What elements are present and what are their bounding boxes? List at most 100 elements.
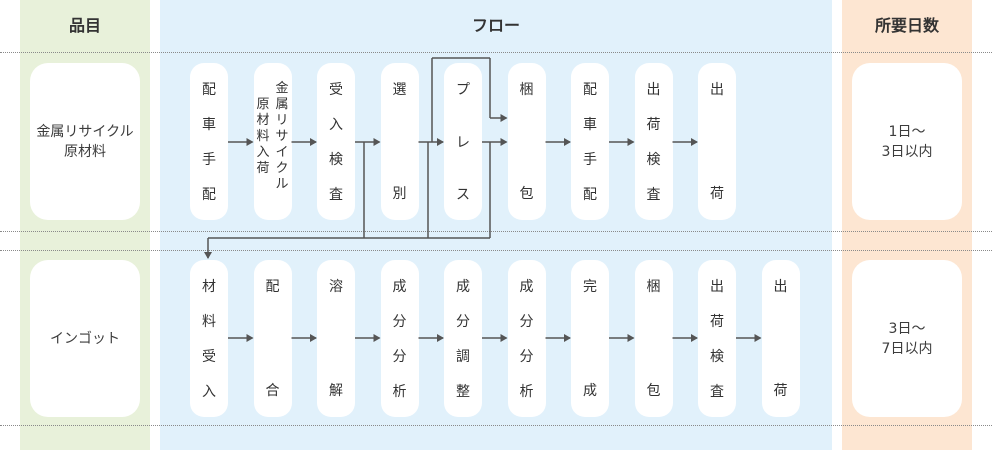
- flow-step-char: 検: [710, 349, 724, 365]
- flow-step-char: 属: [275, 97, 289, 112]
- item-label-2: インゴット: [30, 260, 140, 417]
- flow-step-text: 別: [381, 184, 419, 204]
- flow-step-char: 配: [265, 279, 280, 295]
- flow-step: 出荷: [761, 260, 800, 417]
- flow-step: 完成: [571, 260, 609, 417]
- flow-step-char: 分: [392, 314, 407, 330]
- flow-step-char: 荷: [710, 314, 724, 330]
- days-label-1: 1日〜3日以内: [852, 63, 962, 220]
- days-label-2-line: 3日〜: [888, 320, 926, 337]
- flow-step: 選別: [380, 63, 419, 220]
- flow-step-char: 溶: [329, 279, 343, 295]
- flow-step-char: 材: [202, 279, 216, 295]
- flow-step-text: 荷: [762, 381, 800, 401]
- days-header: 所要日数: [874, 16, 939, 35]
- flow-step-char: 別: [392, 186, 407, 202]
- flow-step-char: リ: [275, 113, 289, 128]
- flow-step-char: 荷: [773, 383, 788, 399]
- flow-step-char: 査: [329, 187, 343, 203]
- flow-step-text: 成: [571, 381, 609, 401]
- flow-step-text: 荷: [698, 184, 736, 204]
- flow-step-char: 入: [202, 384, 216, 400]
- flow-step: プレス: [444, 63, 482, 220]
- flow-step-char: 出: [710, 82, 724, 98]
- flow-step-char: 入: [329, 117, 343, 133]
- flow-step-char: 成: [519, 279, 534, 295]
- flow-step-char: 金: [275, 81, 289, 96]
- flow-step-char: 分: [519, 349, 534, 365]
- flow-step-char: 包: [646, 383, 661, 399]
- flow-step-char: ク: [275, 161, 289, 176]
- flow-step-char: 受: [329, 82, 343, 98]
- flow-step-char: 荷: [646, 117, 661, 133]
- flow-step: 出荷検査: [634, 63, 673, 220]
- flow-step-text: 包: [635, 381, 673, 401]
- flow-step-char: 析: [392, 384, 407, 400]
- days-label-1-line: 1日〜: [888, 123, 926, 140]
- flow-step-char: 料: [256, 129, 270, 144]
- flow-step: 出荷検査: [698, 260, 736, 417]
- item-header: 品目: [68, 16, 101, 35]
- flow-step-char: 車: [202, 117, 216, 133]
- flow-step-char: 調: [456, 349, 470, 365]
- flow-step-text: 解: [317, 381, 355, 401]
- item-label-2-text: インゴット: [50, 329, 120, 349]
- flow-step: 配車手配: [571, 63, 609, 220]
- flow-step-char: 分: [519, 314, 534, 330]
- flow-step-text: 金属リサイクル: [273, 81, 292, 193]
- flow-step-char: 合: [265, 383, 280, 399]
- flow-step-char: 受: [202, 349, 216, 365]
- flow-step-char: 包: [519, 186, 534, 202]
- flow-step-char: 選: [392, 82, 407, 98]
- item-label-1: 金属リサイクル原材料: [30, 63, 140, 220]
- days-label-2-text: 3日〜 7日以内: [882, 319, 933, 359]
- flow-step-char: サ: [275, 129, 289, 144]
- flow-step-char: 手: [202, 152, 216, 168]
- flow-step-char: 成: [583, 383, 597, 399]
- flow-step-text: 合: [254, 381, 292, 401]
- flow-step: 出荷: [698, 63, 736, 220]
- flow-step-char: 配: [202, 82, 216, 98]
- flow-step-char: 原: [256, 97, 270, 112]
- flow-step-text: 包: [508, 184, 546, 204]
- flow-step-char: 荷: [256, 161, 270, 176]
- flow-step-char: ス: [456, 187, 470, 203]
- flow-step: 成分分析: [507, 260, 546, 417]
- flow-step-char: 材: [256, 113, 270, 128]
- item-label-2-line: インゴット: [50, 330, 120, 347]
- flow-step-char: 成: [392, 279, 407, 295]
- flow-header: フロー: [471, 16, 520, 35]
- item-label-1-line: 原材料: [64, 143, 106, 160]
- flow-step: 成分分析: [380, 260, 419, 417]
- flow-step-char: 検: [329, 152, 343, 168]
- flow-step: 受入検査: [317, 63, 355, 220]
- flow-step-char: 梱: [519, 82, 534, 98]
- flow-step-char: 整: [456, 384, 470, 400]
- flow-step-char: 完: [583, 279, 597, 295]
- flow-step-char: 成: [456, 279, 470, 295]
- flow-step-char: 梱: [646, 279, 661, 295]
- days-label-2: 3日〜 7日以内: [852, 260, 962, 417]
- flow-step-char: 検: [646, 152, 661, 168]
- flow-step-char: 配: [583, 187, 597, 203]
- flow-step-char: 配: [583, 82, 597, 98]
- flow-step-char: 車: [583, 117, 597, 133]
- item-label-1-text: 金属リサイクル原材料: [36, 122, 133, 162]
- days-label-2-line: 7日以内: [881, 340, 933, 357]
- flow-step-char: 査: [710, 384, 724, 400]
- flow-step: 成分調整: [444, 260, 482, 417]
- flow-step-char: イ: [275, 145, 289, 160]
- flow-step: 材料受入: [190, 260, 228, 417]
- item-label-1-line: 金属リサイクル: [36, 123, 134, 140]
- flow-step-char: レ: [456, 134, 470, 151]
- flow-step: 配合: [253, 260, 292, 417]
- flow-step-char: 手: [583, 152, 597, 168]
- row-band-recycle: [0, 52, 992, 232]
- flow-step-char: 析: [519, 384, 534, 400]
- flow-step-char: ル: [275, 177, 289, 192]
- flow-step: 配車手配: [190, 63, 228, 220]
- flow-step-char: 分: [456, 314, 470, 330]
- flow-step-char: 出: [646, 82, 661, 98]
- flow-step-text: 原材料入荷: [254, 97, 273, 177]
- flow-step-char: 配: [202, 187, 216, 203]
